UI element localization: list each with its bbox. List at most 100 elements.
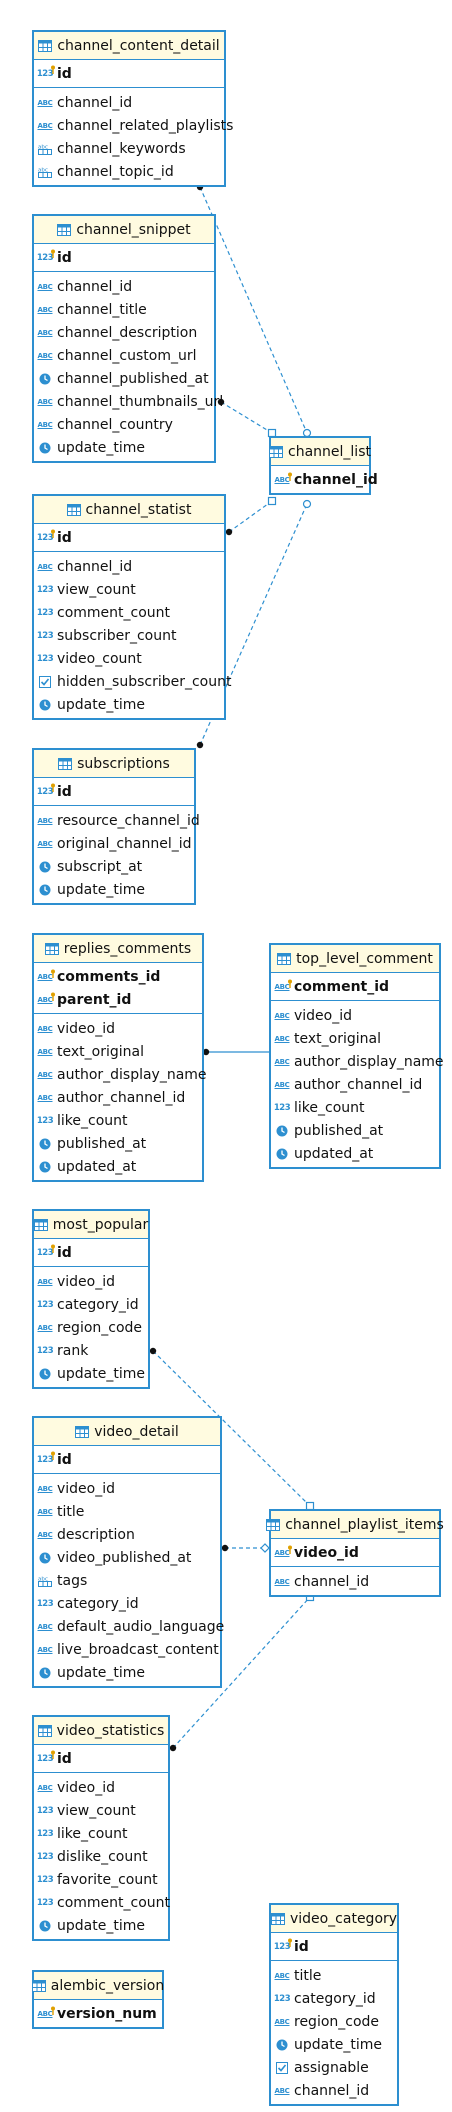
- table-header[interactable]: subscriptions: [34, 750, 194, 778]
- column-row[interactable]: update_time: [271, 2033, 397, 2056]
- column-row[interactable]: assignable: [271, 2056, 397, 2079]
- table-header[interactable]: video_category: [270, 1905, 397, 1933]
- column-row[interactable]: channel_published_at: [34, 367, 214, 390]
- column-row[interactable]: update_time: [34, 1661, 220, 1684]
- relation-channel-snippet-to-channel-list[interactable]: [217, 398, 277, 438]
- table-header[interactable]: channel_snippet: [34, 216, 214, 244]
- table-header[interactable]: channel_playlist_items: [266, 1511, 444, 1539]
- column-row[interactable]: published_at: [34, 1132, 202, 1155]
- column-row[interactable]: hidden_subscriber_count: [34, 670, 231, 693]
- table-header[interactable]: channel_content_detail: [34, 32, 224, 60]
- table-header[interactable]: channel_statist: [34, 496, 224, 524]
- column-row[interactable]: update_time: [34, 693, 224, 716]
- table-header[interactable]: alembic_version: [31, 1972, 164, 2000]
- column-row[interactable]: updated_at: [34, 1155, 202, 1178]
- table-header[interactable]: top_level_comment: [271, 945, 439, 973]
- relation-replies-comments-to-top-level-comment[interactable]: [202, 1048, 269, 1056]
- column-row[interactable]: update_time: [34, 436, 214, 459]
- column-row[interactable]: update_time: [34, 878, 194, 901]
- column-row[interactable]: subscript_at: [34, 855, 194, 878]
- table-header[interactable]: video_statistics: [34, 1717, 168, 1745]
- column-row[interactable]: video_published_at: [34, 1546, 220, 1569]
- relation-video-detail-to-channel-playlist-items[interactable]: [221, 1543, 270, 1553]
- table-header[interactable]: most_popular: [33, 1211, 148, 1239]
- column-row[interactable]: update_time: [34, 1914, 168, 1937]
- column-row[interactable]: update_time: [34, 1362, 148, 1385]
- table-header[interactable]: channel_list: [269, 438, 371, 466]
- table-header[interactable]: video_detail: [34, 1418, 220, 1446]
